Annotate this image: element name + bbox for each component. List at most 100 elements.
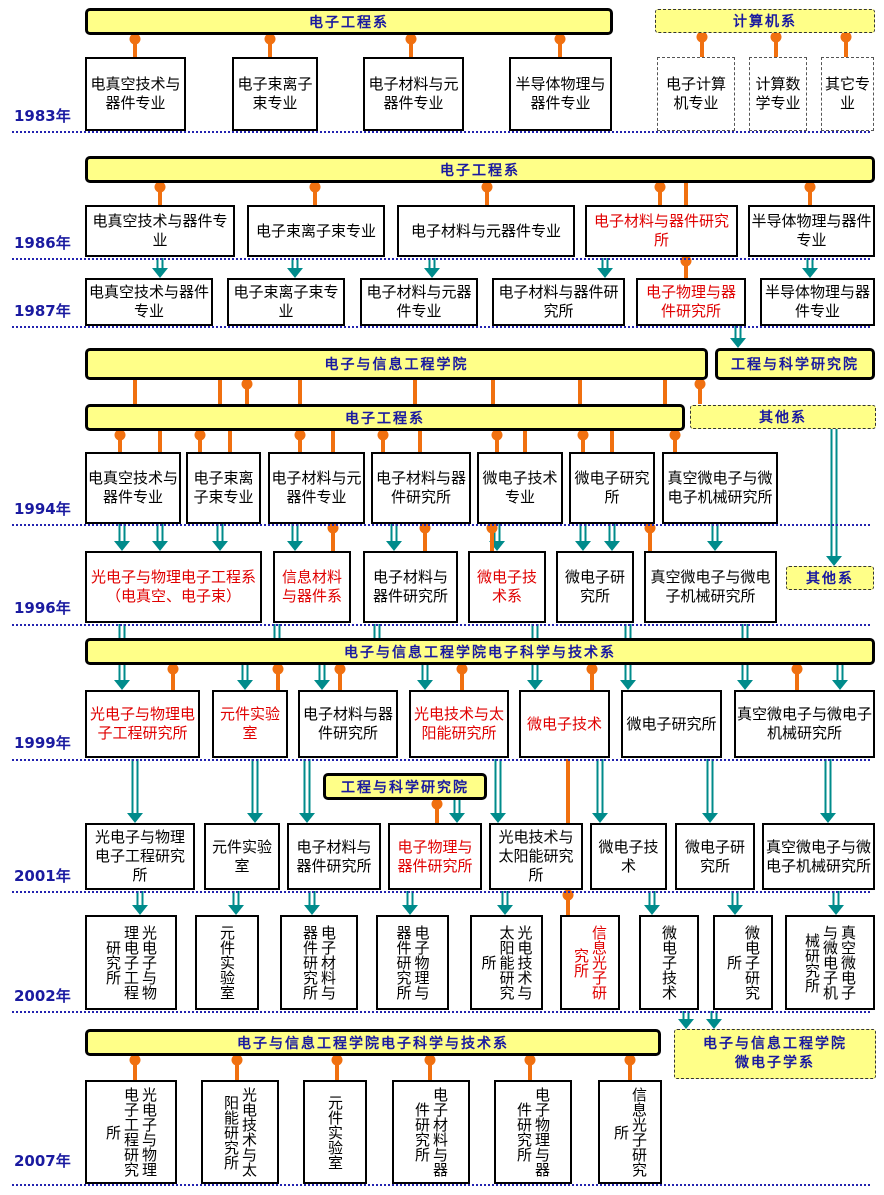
unit-1987-semiconductor: 半导体物理与器件专业 bbox=[760, 278, 875, 326]
teal-arrow-head-64 bbox=[237, 680, 253, 690]
unit-1996-optoelectronics-dept: 光电子与物理电子工程系（电真空、电子束） bbox=[85, 551, 262, 623]
teal-arrow-head-14 bbox=[152, 268, 168, 278]
timeline-1996 bbox=[12, 624, 870, 626]
unit-1983-compmath: 计算数学专业 bbox=[749, 57, 807, 131]
teal-arrow-head-20 bbox=[730, 338, 746, 348]
teal-arrow-head-50 bbox=[604, 541, 620, 551]
unit-2001-material-institute: 电子材料与器件研究所 bbox=[287, 823, 381, 890]
unit-2002-optoelectronics-institute: 光电子与物理电子工程研究所 bbox=[85, 915, 177, 1010]
unit-2001-microtech: 微电子技术 bbox=[590, 823, 667, 890]
teal-arrow-head-16 bbox=[424, 268, 440, 278]
timeline-2007 bbox=[12, 1184, 870, 1186]
unit-2002-component-lab: 元件实验室 bbox=[195, 915, 259, 1010]
unit-1994-materials: 电子材料与元器件专业 bbox=[268, 452, 365, 524]
unit-1983-computer: 电子计算机专业 bbox=[657, 57, 735, 131]
teal-arrow-head-91 bbox=[497, 905, 513, 915]
unit-1983-vacuum: 电真空技术与器件专业 bbox=[85, 57, 186, 131]
teal-arrow-head-89 bbox=[304, 905, 320, 915]
orange-joint-dot-98 bbox=[129, 1054, 141, 1066]
orange-joint-dot-73 bbox=[334, 663, 346, 675]
orange-joint-dot-85 bbox=[431, 798, 443, 810]
orange-joint-dot-6 bbox=[770, 31, 782, 43]
orange-joint-dot-34 bbox=[491, 429, 503, 441]
unit-1996-material-institute: 电子材料与器件研究所 bbox=[363, 551, 458, 623]
banner-other-1994: 其他系 bbox=[690, 405, 876, 429]
unit-2002-photonics-institute: 信息光子研究所 bbox=[560, 915, 620, 1010]
teal-arrow-head-63 bbox=[114, 680, 130, 690]
orange-joint-dot-76 bbox=[791, 663, 803, 675]
unit-2001-solar-institute: 光电技术与太阳能研究所 bbox=[489, 823, 583, 890]
unit-1996-micro-institute: 微电子研究所 bbox=[556, 551, 634, 623]
orange-joint-dot-9 bbox=[309, 181, 321, 193]
orange-joint-dot-12 bbox=[804, 181, 816, 193]
unit-1983-ebeam: 电子束离子束专业 bbox=[232, 57, 318, 131]
orange-joint-dot-32 bbox=[294, 429, 306, 441]
teal-arrow-head-15 bbox=[287, 268, 303, 278]
banner-cs-1983: 计算机系 bbox=[655, 9, 875, 33]
teal-arrow-head-79 bbox=[299, 813, 315, 823]
unit-1986-semiconductor: 半导体物理与器件专业 bbox=[748, 205, 875, 257]
unit-2001-vacuum-micro-institute: 真空微电子与微电子机械研究所 bbox=[762, 823, 875, 890]
unit-1983-semiconductor: 半导体物理与器件专业 bbox=[509, 57, 612, 131]
unit-1994-microtech: 微电子技术专业 bbox=[477, 452, 563, 524]
orange-joint-dot-74 bbox=[456, 663, 468, 675]
orange-joint-dot-101 bbox=[424, 1054, 436, 1066]
unit-1999-material-institute: 电子材料与器件研究所 bbox=[298, 690, 398, 758]
unit-1994-material-institute: 电子材料与器件研究所 bbox=[371, 452, 471, 524]
banner-ee-1986: 电子工程系 bbox=[85, 156, 875, 183]
timeline-2002 bbox=[12, 1011, 870, 1013]
unit-1994-micro-institute: 微电子研究所 bbox=[569, 452, 655, 524]
orange-joint-dot-33 bbox=[377, 429, 389, 441]
year-label-2001: 2001年 bbox=[14, 867, 71, 885]
timeline-2001 bbox=[12, 891, 870, 893]
orange-joint-dot-29 bbox=[694, 378, 706, 390]
unit-1999-vacuum-micro-institute: 真空微电子与微电子机械研究所 bbox=[734, 690, 875, 758]
orange-joint-dot-99 bbox=[231, 1054, 243, 1066]
orange-joint-dot-4 bbox=[554, 33, 566, 45]
teal-arrow-head-45 bbox=[212, 541, 228, 551]
teal-arrow-head-70 bbox=[832, 680, 848, 690]
unit-1996-vacuum-micro-institute: 真空微电子与微电子机械研究所 bbox=[644, 551, 777, 623]
orange-joint-dot-28 bbox=[241, 378, 253, 390]
teal-arrow-head-68 bbox=[620, 680, 636, 690]
orange-joint-dot-75 bbox=[586, 663, 598, 675]
unit-1994-vacuum-micro-institute: 真空微电子与微电子机械研究所 bbox=[662, 452, 778, 524]
orange-joint-dot-102 bbox=[524, 1054, 536, 1066]
teal-arrow-head-97 bbox=[706, 1019, 722, 1029]
teal-arrow-head-69 bbox=[737, 680, 753, 690]
year-label-2002: 2002年 bbox=[14, 987, 71, 1005]
year-label-2007: 2007年 bbox=[14, 1152, 71, 1170]
orange-joint-dot-31 bbox=[194, 429, 206, 441]
unit-1987-ebeam: 电子束离子束专业 bbox=[227, 278, 345, 326]
unit-2002-microtech: 微电子技术 bbox=[639, 915, 699, 1010]
teal-arrow-head-87 bbox=[132, 905, 148, 915]
orange-joint-dot-5 bbox=[696, 31, 708, 43]
unit-2007-material-institute: 电子材料与器件研究所 bbox=[392, 1080, 470, 1184]
unit-2002-physics-institute: 电子物理与器件研究所 bbox=[376, 915, 449, 1010]
orange-joint-dot-36 bbox=[669, 429, 681, 441]
unit-1996-info-materials-dept: 信息材料与器件系 bbox=[273, 551, 351, 623]
unit-2007-solar-institute: 光电技术与太阳能研究所 bbox=[201, 1080, 279, 1184]
unit-1999-microtech: 微电子技术 bbox=[519, 690, 610, 758]
year-label-1983: 1983年 bbox=[14, 107, 71, 125]
unit-2001-optoelectronics-institute: 光电子与物理电子工程研究所 bbox=[85, 823, 195, 890]
unit-1994-ebeam: 电子束离子束专业 bbox=[186, 452, 261, 524]
unit-2007-physics-institute: 电子物理与器件研究所 bbox=[494, 1080, 572, 1184]
orange-joint-dot-72 bbox=[272, 663, 284, 675]
teal-arrow-head-94 bbox=[828, 905, 844, 915]
teal-arrow-head-78 bbox=[247, 813, 263, 823]
unit-1996-microtech-dept: 微电子技术系 bbox=[468, 551, 546, 623]
teal-arrow-head-49 bbox=[575, 541, 591, 551]
banner-ee-1994: 电子工程系 bbox=[85, 404, 685, 431]
banner-seie-1987: 电子与信息工程学院 bbox=[85, 348, 708, 380]
unit-2002-vacuum-micro-institute: 真空微电子与微电子机械研究所 bbox=[785, 915, 875, 1010]
banner-ies-1987: 工程与科学研究院 bbox=[715, 348, 875, 380]
unit-1999-micro-institute: 微电子研究所 bbox=[621, 690, 722, 758]
unit-2001-component-lab: 元件实验室 bbox=[204, 823, 280, 890]
teal-arrow-head-84 bbox=[449, 813, 465, 823]
unit-1986-ebeam: 电子束离子束专业 bbox=[247, 205, 385, 257]
orange-joint-dot-103 bbox=[624, 1054, 636, 1066]
teal-arrow-head-56 bbox=[826, 556, 842, 566]
teal-arrow-head-77 bbox=[127, 813, 143, 823]
